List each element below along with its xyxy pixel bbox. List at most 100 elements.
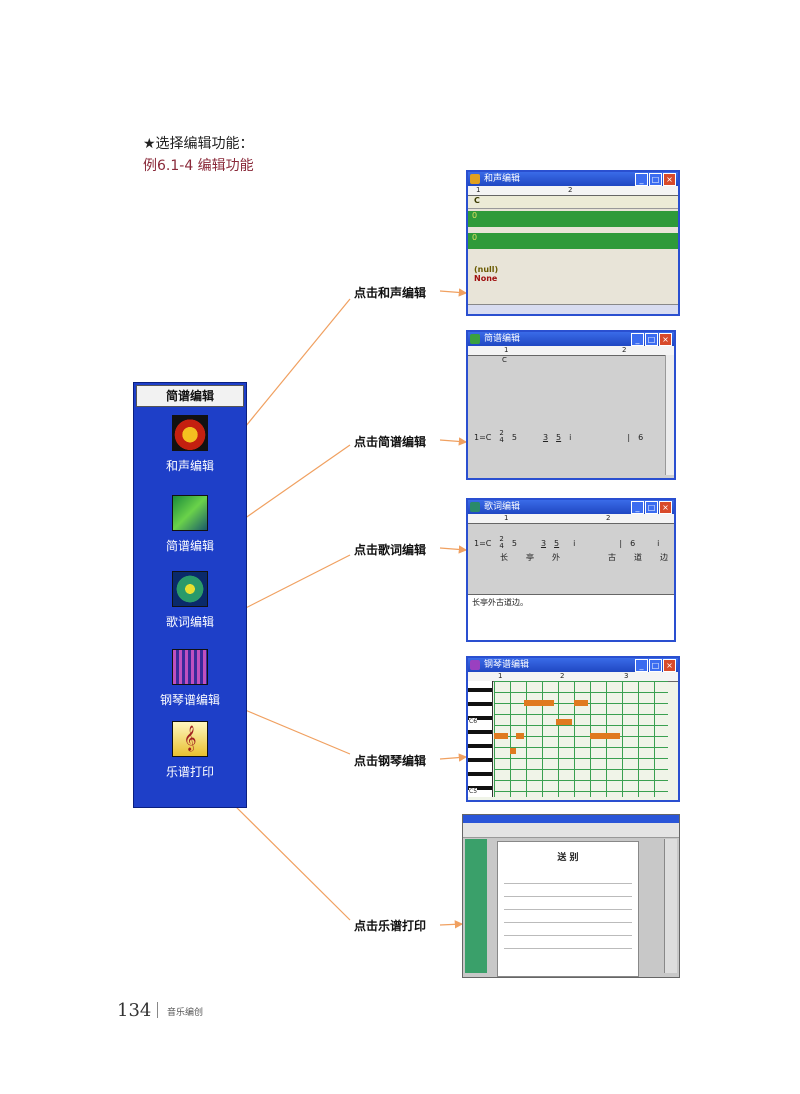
maximize-button[interactable]: □ (645, 501, 658, 514)
note: i (573, 538, 576, 548)
lyrics-icon (172, 571, 208, 607)
arrow-print-to-panel (223, 794, 351, 921)
note: 5 (511, 432, 517, 442)
edit-function-panel: 简谱编辑 和声编辑 简谱编辑 歌词编辑 钢琴谱编辑 𝄞 乐谱打印 (133, 382, 247, 808)
piano-roll-grid[interactable] (494, 681, 668, 797)
notation-line[interactable]: 1=C 24 5 3 5 i | 6 i 5 (474, 535, 674, 550)
window-titlebar: 和声编辑 _ □ × (468, 172, 678, 186)
key-signature: 1=C (474, 538, 492, 548)
lyrics-editor-window: 歌词编辑 _ □ × 1 2 1=C 24 5 3 5 i | 6 i 5 长 … (466, 498, 676, 642)
window-title: 和声编辑 (484, 174, 521, 184)
chord-symbol: C (502, 356, 507, 364)
panel-item-label: 和声编辑 (165, 459, 214, 473)
panel-item-piano[interactable]: 钢琴谱编辑 (134, 649, 246, 708)
maximize-button[interactable]: □ (649, 659, 662, 672)
window-titlebar: 钢琴谱编辑 _ □ × (468, 658, 678, 672)
measure-ruler: 1 2 (468, 346, 674, 356)
lyrics-text-area[interactable]: 长亭外古道边。 (468, 594, 674, 640)
score-staff-lines (504, 871, 632, 961)
measure-number: 1 (504, 346, 509, 354)
note-block[interactable] (574, 700, 588, 706)
toolbar[interactable] (463, 823, 679, 838)
app-icon (470, 660, 480, 670)
vertical-scrollbar[interactable] (664, 839, 677, 973)
close-button[interactable]: × (663, 659, 676, 672)
window-titlebar: 歌词编辑 _ □ × (468, 500, 674, 514)
arrow-harmony-to-window (439, 288, 468, 297)
panel-item-jianpu[interactable]: 简谱编辑 (134, 495, 246, 554)
note: 6 (638, 432, 644, 442)
note-block[interactable] (590, 733, 620, 739)
piano-roll-icon (172, 649, 208, 685)
arrow-jianpu-to-window (439, 437, 468, 446)
app-icon (470, 334, 480, 344)
notation-line[interactable]: 1=C 24 5 3 5 i | 6 i (474, 430, 676, 444)
horizontal-scrollbar[interactable] (468, 304, 678, 314)
window-titlebar (463, 815, 679, 823)
callout-print: 点击乐谱打印 (354, 919, 427, 933)
note-block[interactable] (510, 748, 516, 754)
piano-editor-window: 钢琴谱编辑 _ □ × 1 2 3 C6 C5 (466, 656, 680, 802)
measure-number: 2 (606, 514, 611, 522)
measure-number: 1 (504, 514, 509, 522)
note-block[interactable] (524, 700, 554, 706)
maximize-button[interactable]: □ (649, 173, 662, 186)
vertical-scrollbar[interactable] (665, 355, 674, 475)
app-icon (470, 174, 480, 184)
minimize-button[interactable]: _ (635, 173, 648, 186)
function-sidebar[interactable] (465, 839, 487, 973)
panel-item-label: 简谱编辑 (165, 539, 214, 553)
note: i (675, 433, 676, 442)
note-block[interactable] (556, 719, 572, 725)
lyric-words: 长 亭 外 古 道 边 (500, 553, 668, 562)
chord-row[interactable]: C (468, 196, 678, 209)
jianpu-editor-window: 简谱编辑 _ □ × 1 2 C 1=C 24 5 3 5 i | 6 i (466, 330, 676, 480)
book-title: 音乐编创 (167, 1008, 204, 1018)
arrow-lyrics-to-window (439, 545, 468, 554)
key-signature: 1=C (474, 432, 492, 442)
score-print-window: 送 别 (462, 814, 680, 978)
score-title: 送 别 (557, 853, 579, 863)
close-button[interactable]: × (659, 333, 672, 346)
measure-ruler: 1 2 (468, 186, 678, 196)
null-label: (null) (474, 265, 499, 274)
octave-label: C6 (469, 718, 478, 725)
note: 3 (542, 432, 549, 442)
measure-number: 1 (476, 186, 481, 194)
harmony-track-row[interactable]: 0 (468, 233, 678, 249)
minimize-button[interactable]: _ (635, 659, 648, 672)
arrow-print-to-window (439, 920, 464, 929)
note: 6 (630, 538, 636, 548)
measure-number: 2 (568, 186, 573, 194)
callout-harmony: 点击和声编辑 (354, 286, 427, 300)
score-page: 送 别 (497, 841, 639, 977)
close-button[interactable]: × (663, 173, 676, 186)
note: i (657, 538, 660, 548)
note: 5 (554, 538, 560, 548)
arrow-piano-to-window (439, 753, 468, 762)
measure-ruler: 1 2 (468, 514, 674, 524)
note: 5 (556, 432, 562, 442)
window-title: 简谱编辑 (484, 334, 521, 344)
maximize-button[interactable]: □ (645, 333, 658, 346)
window-title: 钢琴谱编辑 (484, 660, 530, 670)
panel-item-label: 歌词编辑 (165, 615, 214, 629)
panel-item-harmony[interactable]: 和声编辑 (134, 415, 246, 474)
minimize-button[interactable]: _ (631, 501, 644, 514)
minimize-button[interactable]: _ (631, 333, 644, 346)
note: i (569, 432, 572, 442)
panel-item-print[interactable]: 𝄞 乐谱打印 (134, 721, 246, 780)
note-block[interactable] (516, 733, 524, 739)
close-button[interactable]: × (659, 501, 672, 514)
example-caption: 例6.1-4 编辑功能 (143, 158, 254, 174)
note: 3 (540, 538, 547, 548)
harmony-icon (172, 415, 208, 451)
note-block[interactable] (494, 733, 508, 739)
panel-item-lyrics[interactable]: 歌词编辑 (134, 571, 246, 630)
piano-keyboard[interactable] (468, 681, 493, 797)
barline: | (627, 432, 631, 442)
harmony-track-row[interactable]: 0 (468, 211, 678, 227)
harmony-editor-window: 和声编辑 _ □ × 1 2 C 0 0 (null) None (466, 170, 680, 316)
none-label: None (474, 274, 498, 283)
